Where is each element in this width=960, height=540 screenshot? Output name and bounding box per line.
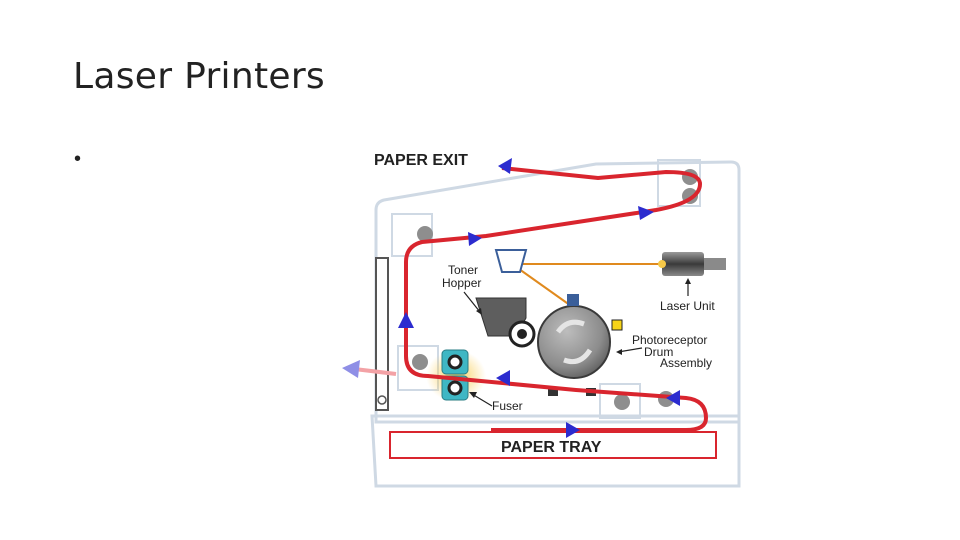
laser-beam — [511, 263, 664, 309]
arrow-top-mid — [468, 232, 482, 246]
printer-diagram-svg: PAPER TRAY PAPER EXIT Laser Unit Toner H… — [342, 152, 741, 488]
bullet-point: • — [74, 148, 82, 170]
toner-hopper-label-2: Hopper — [442, 276, 481, 290]
toner-hopper-top — [494, 249, 528, 273]
fuser-pointer — [471, 393, 493, 407]
photoreceptor-drum — [537, 305, 611, 379]
photoreceptor-pointer-head — [616, 349, 622, 355]
paper-exit-label: PAPER EXIT — [374, 152, 468, 169]
paper-path — [404, 166, 709, 432]
fuser-upper-core — [447, 354, 463, 370]
photoreceptor-label-3: Assembly — [660, 356, 712, 370]
laser-unit-pointer-head — [685, 278, 691, 284]
paper-tray-label: PAPER TRAY — [501, 439, 602, 456]
arrow-left-up — [398, 312, 414, 328]
fuser-label: Fuser — [492, 399, 523, 413]
drum-top-charger — [567, 294, 579, 306]
output-slot — [375, 257, 389, 411]
arrow-top-right — [638, 206, 654, 220]
toner-pointer-head — [476, 308, 482, 315]
printer-base — [370, 414, 741, 488]
toner-hopper-label-1: Toner — [448, 263, 478, 277]
drum-right-cleaner — [611, 319, 623, 331]
transfer-roller-left — [548, 388, 558, 396]
fuser-lower-core — [447, 380, 463, 396]
slide-title: Laser Printers — [73, 56, 325, 97]
direction-arrows — [398, 158, 680, 438]
arrow-output — [342, 360, 360, 378]
arrow-drum-in — [666, 390, 680, 406]
fuser-pointer-head — [469, 392, 477, 398]
drum-rotation-arrow-1 — [555, 319, 585, 334]
laser-printer-diagram: PAPER TRAY PAPER EXIT Laser Unit Toner H… — [336, 136, 746, 496]
laser-unit — [658, 252, 726, 276]
arrow-exit — [498, 158, 512, 174]
output-slot-knob — [377, 395, 387, 405]
laser-unit-label: Laser Unit — [660, 299, 715, 313]
arrow-fuser-in — [496, 370, 510, 386]
arrow-tray — [566, 422, 580, 438]
printer-casing — [374, 160, 741, 424]
toner-pointer — [463, 291, 481, 313]
toner-roller-core — [517, 329, 527, 339]
photoreceptor-label-2: Drum — [644, 345, 673, 359]
drum-rotation-arrow-2 — [563, 348, 593, 365]
photoreceptor-label-1: Photoreceptor — [632, 333, 707, 347]
